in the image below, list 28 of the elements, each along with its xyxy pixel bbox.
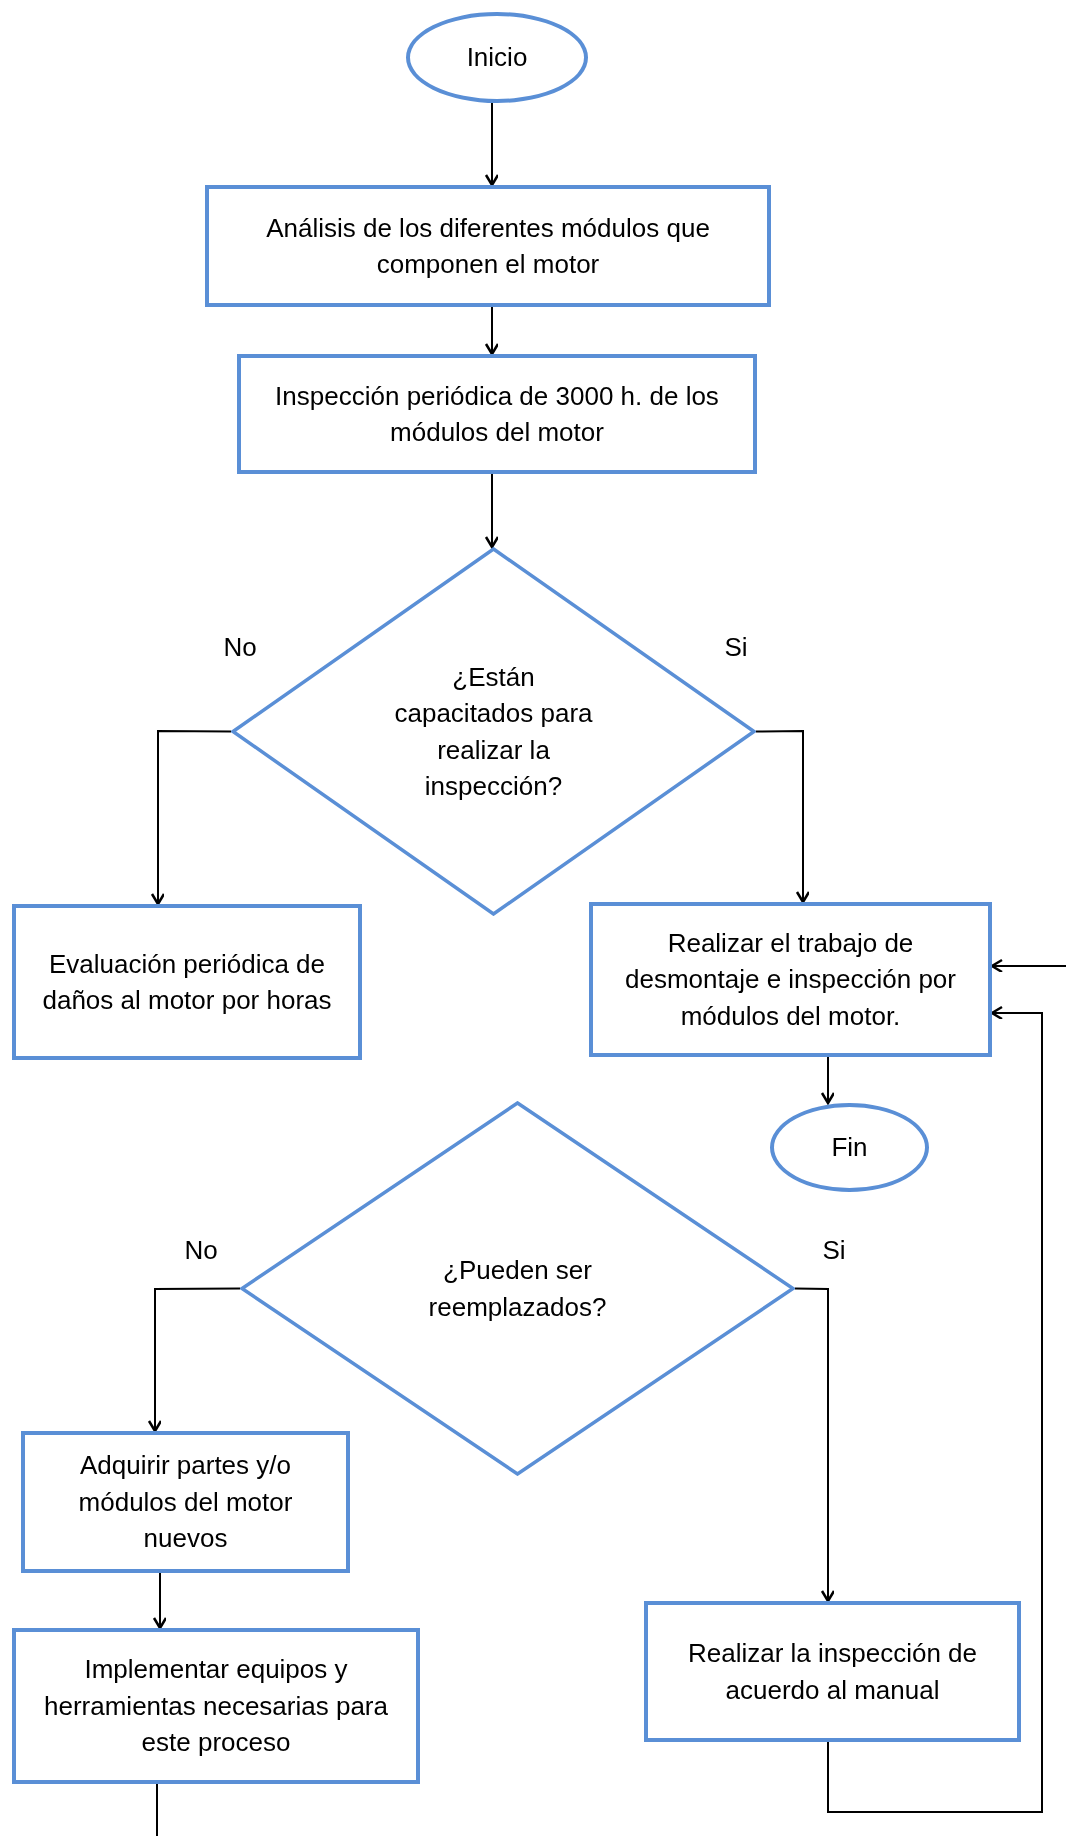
arrow xyxy=(484,102,500,187)
process-box xyxy=(21,1431,350,1573)
arrow xyxy=(152,1572,168,1630)
node-text: Evaluación periódica de daños al motor por horas xyxy=(41,947,333,1017)
node-text: Implementar equipos y herramientas necesarias para este proceso xyxy=(43,1653,389,1760)
arrow xyxy=(147,1287,241,1433)
node-text: Análisis de los diferentes módulos que componen el motor xyxy=(265,211,711,281)
node-text: Inicio xyxy=(466,41,528,75)
arrow xyxy=(820,1056,836,1105)
process-box xyxy=(237,354,757,474)
node-text: Fin xyxy=(831,1131,868,1165)
node-text: Realizar la inspección de acuerdo al manual xyxy=(686,1637,978,1707)
node-text: Realizar el trabajo de desmontaje e inspección por módulos del motor. xyxy=(624,926,957,1033)
arrow xyxy=(794,1287,836,1603)
process-box xyxy=(12,904,362,1060)
arrow xyxy=(484,306,500,356)
process-box xyxy=(12,1628,420,1784)
process-box xyxy=(644,1601,1021,1742)
arrow xyxy=(484,473,500,549)
node-text: ¿Pueden ser reemplazados? xyxy=(427,1254,608,1324)
node-text: Adquirir partes y/o módulos del motor nuevos xyxy=(77,1449,294,1556)
process-box xyxy=(589,902,992,1057)
process-box xyxy=(205,185,771,307)
arrow xyxy=(755,730,811,904)
arrow xyxy=(827,1005,1043,1813)
node-text: Inspección periódica de 3000 h. de los módulos del motor xyxy=(274,379,720,449)
node-text: ¿Están capacitados para realizar la inspección? xyxy=(393,660,594,803)
arrow xyxy=(150,730,232,906)
